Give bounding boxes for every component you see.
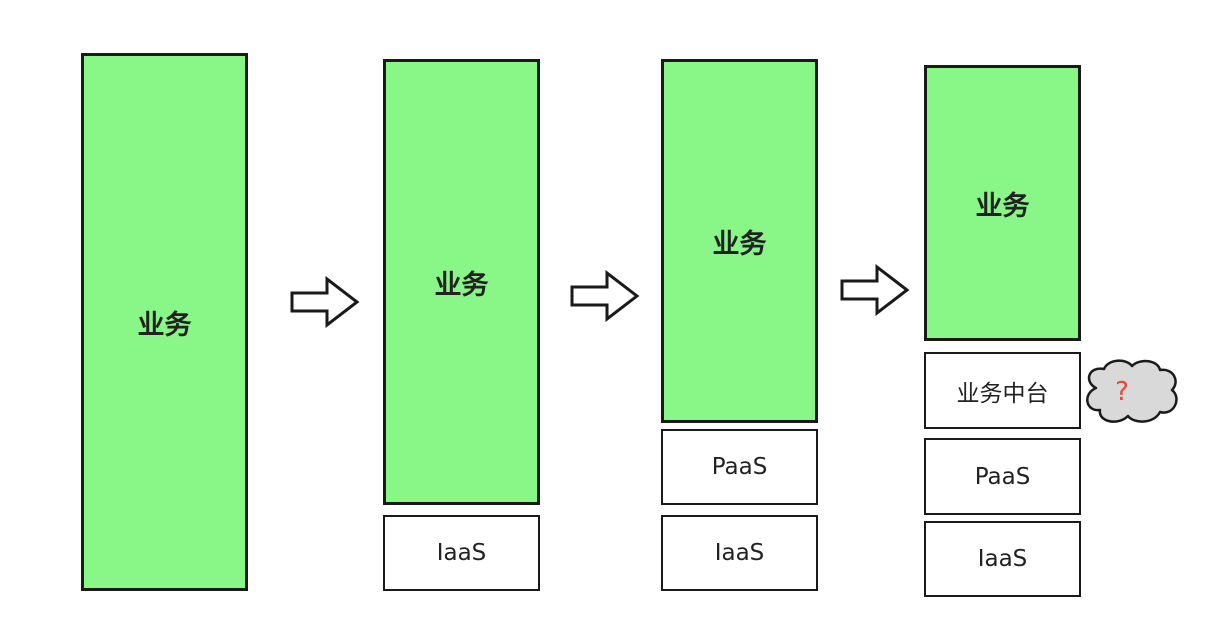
right-arrow-icon bbox=[570, 270, 640, 322]
stage4-business-middle-platform-layer: 业务中台 bbox=[924, 352, 1081, 429]
stage2-business-label: 业务 bbox=[434, 269, 489, 301]
question-mark-icon: ? bbox=[1080, 358, 1164, 426]
stage3-paas-label: PaaS bbox=[711, 454, 768, 480]
stage4-paas-layer: PaaS bbox=[924, 438, 1081, 515]
stage1-business-block: 业务 bbox=[81, 53, 248, 591]
right-arrow-icon bbox=[840, 264, 910, 316]
thought-cloud-icon bbox=[1086, 359, 1178, 423]
cloud-question-label: ? bbox=[1115, 377, 1129, 407]
stage4-iaas-label: IaaS bbox=[977, 546, 1028, 572]
stage4-business-label: 业务 bbox=[975, 190, 1030, 222]
stage1-business-label: 业务 bbox=[137, 309, 192, 341]
stage2-business-block: 业务 bbox=[383, 59, 540, 505]
stage3-business-label: 业务 bbox=[712, 228, 767, 260]
stage3-business-block: 业务 bbox=[661, 59, 818, 423]
stage3-paas-layer: PaaS bbox=[661, 429, 818, 505]
stage4-business-block: 业务 bbox=[924, 65, 1081, 341]
right-arrow-icon bbox=[290, 276, 360, 328]
stage4-iaas-layer: IaaS bbox=[924, 521, 1081, 597]
stage3-iaas-label: IaaS bbox=[714, 540, 765, 566]
stage4-paas-label: PaaS bbox=[974, 463, 1031, 490]
stage4-business-middle-platform-label: 业务中台 bbox=[956, 380, 1049, 407]
stage2-iaas-label: IaaS bbox=[436, 540, 487, 566]
stage2-iaas-layer: IaaS bbox=[383, 515, 540, 591]
stage3-iaas-layer: IaaS bbox=[661, 515, 818, 591]
